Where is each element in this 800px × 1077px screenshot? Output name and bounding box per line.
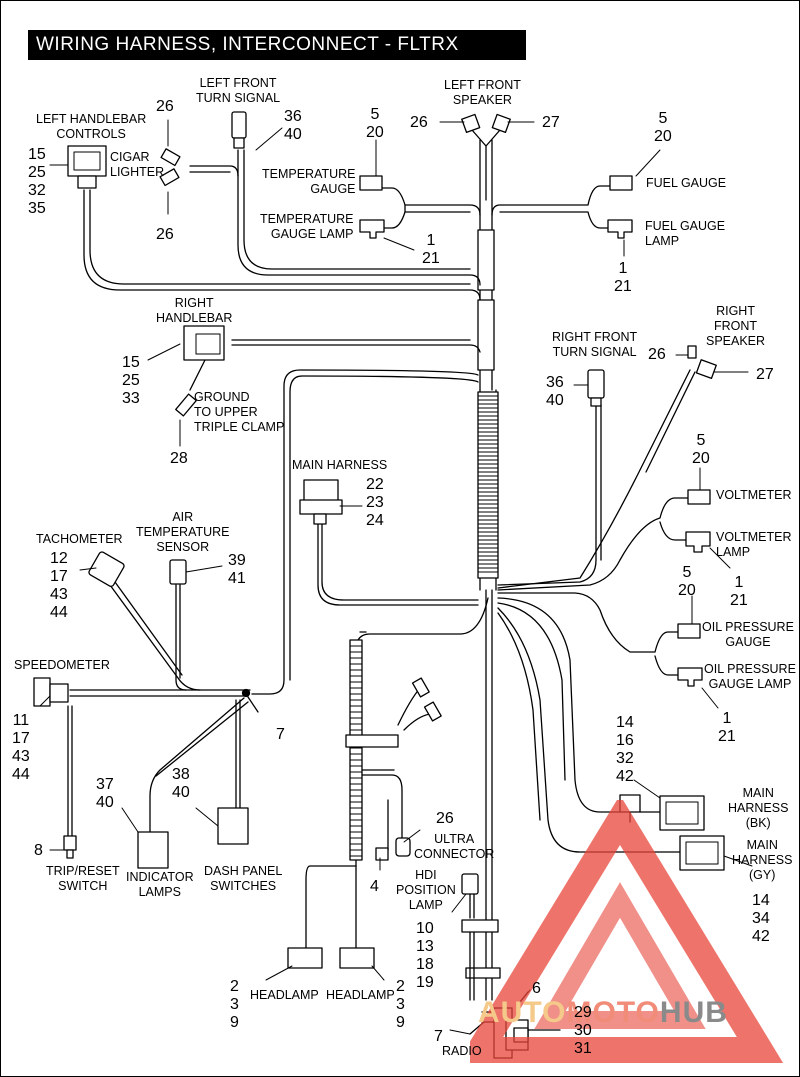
right-branch-wires <box>497 369 696 853</box>
label-oil-pressure-gauge: OIL PRESSURE GAUGE <box>702 620 794 649</box>
num-headlamp-right: 2 3 9 <box>396 978 405 1031</box>
label-temperature-gauge-lamp: TEMPERATURE GAUGE LAMP <box>260 212 354 241</box>
num-main-harness: 22 23 24 <box>366 476 384 529</box>
num-right-handlebar: 15 25 33 <box>122 354 140 407</box>
instrument-cluster-wires <box>67 581 259 837</box>
num-ground-splice: 7 <box>276 726 285 743</box>
num-right-turn: 36 40 <box>546 374 564 409</box>
num-trip: 8 <box>34 842 43 859</box>
label-air-temperature-sensor: AIR TEMPERATURE SENSOR <box>136 510 230 554</box>
num-cigar-top: 26 <box>156 98 174 115</box>
label-dash-panel-switches: DASH PANEL SWITCHES <box>204 864 283 893</box>
num-radio-6: 6 <box>532 980 541 997</box>
num-air-temp: 39 41 <box>228 552 246 587</box>
label-main-harness-bk: MAIN HARNESS (BK) <box>728 786 789 830</box>
label-voltmeter-lamp: VOLTMETER LAMP <box>716 530 792 559</box>
label-fuel-gauge-lamp: FUEL GAUGE LAMP <box>645 219 726 248</box>
num-fuel-lamp: 1 21 <box>614 260 632 295</box>
num-headlamp-left: 2 3 9 <box>230 978 239 1031</box>
label-main-harness: MAIN HARNESS <box>292 458 388 472</box>
page-title: WIRING HARNESS, INTERCONNECT - FLTRX <box>28 30 526 60</box>
num-main-harness-gy: 14 34 42 <box>752 892 770 945</box>
num-tachometer: 12 17 43 44 <box>50 550 68 621</box>
label-headlamp-left: HEADLAMP <box>250 988 319 1002</box>
num-temp-lamp: 1 21 <box>422 232 440 267</box>
watermark-text: AUTOMOTOHUB <box>478 996 728 1029</box>
num-radio-7: 7 <box>434 1028 443 1045</box>
num-speedometer: 11 17 43 44 <box>12 712 30 783</box>
label-voltmeter: VOLTMETER <box>716 488 792 502</box>
label-trip-reset-switch: TRIP/RESET SWITCH <box>46 864 120 893</box>
num-dash: 38 40 <box>172 766 190 801</box>
label-radio: RADIO <box>442 1044 482 1058</box>
upper-branch-wires <box>83 129 611 695</box>
main-trunk-wires <box>477 139 499 591</box>
label-fuel-gauge: FUEL GAUGE <box>646 176 727 190</box>
label-main-harness-gy: MAIN HARNESS (GY) <box>732 838 793 882</box>
label-headlamp-right: HEADLAMP <box>326 988 395 1002</box>
num-ground: 28 <box>170 450 188 467</box>
label-ultra-connector: ULTRA CONNECTOR <box>414 832 495 861</box>
num-radio: 29 30 31 <box>574 1004 592 1057</box>
label-cigar-lighter: CIGAR LIGHTER <box>110 150 165 179</box>
label-left-front-turn-signal: LEFT FRONT TURN SIGNAL <box>196 76 281 105</box>
label-right-front-speaker: RIGHT FRONT SPEAKER <box>706 304 766 348</box>
label-speedometer: SPEEDOMETER <box>14 658 110 672</box>
num-right-speaker-right: 27 <box>756 366 774 383</box>
num-right-speaker-left: 26 <box>648 346 666 363</box>
num-left-handlebar: 15 25 32 35 <box>28 146 46 217</box>
connectors <box>33 111 725 969</box>
num-left-speaker-right: 27 <box>542 114 560 131</box>
label-hdi-position-lamp: HDI POSITION LAMP <box>396 868 456 912</box>
num-voltmeter-lamp: 1 21 <box>730 574 748 609</box>
label-ground-triple-clamp: GROUND TO UPPER TRIPLE CLAMP <box>194 390 285 434</box>
num-cigar-bottom: 26 <box>156 226 174 243</box>
label-tachometer: TACHOMETER <box>36 532 123 546</box>
num-left-speaker-left: 26 <box>410 114 428 131</box>
num-fuel-top: 5 20 <box>654 110 672 145</box>
watermark-logo <box>470 800 784 1063</box>
label-left-front-speaker: LEFT FRONT SPEAKER <box>444 78 521 107</box>
num-indicator: 37 40 <box>96 776 114 811</box>
num-temp-top: 5 20 <box>366 106 384 141</box>
num-ultra-side: 4 <box>370 878 379 895</box>
num-main-harness-bk: 14 16 32 42 <box>616 714 634 785</box>
num-ultra: 26 <box>436 810 454 827</box>
label-left-handlebar-controls: LEFT HANDLEBAR CONTROLS <box>36 112 147 141</box>
label-right-front-turn-signal: RIGHT FRONT TURN SIGNAL <box>552 330 638 359</box>
num-voltmeter-top: 5 20 <box>692 432 710 467</box>
label-right-handlebar: RIGHT HANDLEBAR <box>156 296 233 325</box>
label-indicator-lamps: INDICATOR LAMPS <box>126 870 194 899</box>
num-oil-lamp: 1 21 <box>718 710 736 745</box>
label-oil-pressure-gauge-lamp: OIL PRESSURE GAUGE LAMP <box>704 662 796 691</box>
num-oil-top: 5 20 <box>678 564 696 599</box>
num-left-turn: 36 40 <box>284 108 302 143</box>
label-temperature-gauge: TEMPERATURE GAUGE <box>262 167 356 196</box>
num-hdi: 10 13 18 19 <box>416 920 434 991</box>
leader-lines <box>39 119 753 1035</box>
